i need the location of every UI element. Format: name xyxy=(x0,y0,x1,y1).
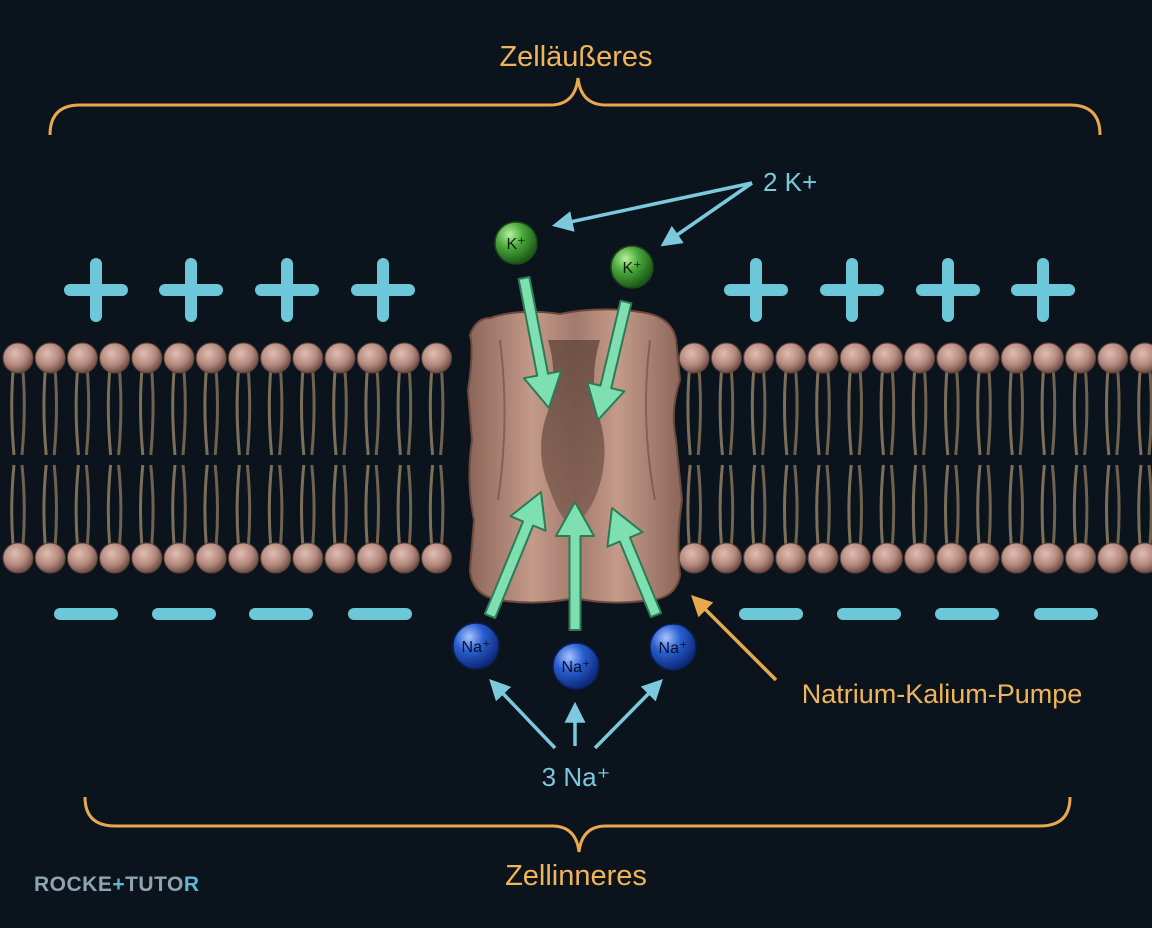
ion-flow-arrow xyxy=(555,501,595,631)
pump-label: Natrium-Kalium-Pumpe xyxy=(802,679,1083,709)
phospholipid xyxy=(356,342,388,574)
ion-flow-arrow xyxy=(586,299,633,421)
potassium-ion-label: K⁺ xyxy=(506,236,525,253)
phospholipid xyxy=(1065,342,1097,574)
phospholipid xyxy=(99,342,131,574)
positive-charge xyxy=(159,258,223,322)
pump-pointer-arrow xyxy=(691,595,778,682)
ion-flow-arrow xyxy=(606,507,663,619)
potassium-ion: K⁺ xyxy=(610,245,654,289)
negative-charge xyxy=(739,608,803,620)
negative-charge xyxy=(152,608,216,620)
inside-label: Zellinneres xyxy=(505,860,647,892)
phospholipid xyxy=(131,342,163,574)
phospholipid xyxy=(2,342,34,574)
phospholipid xyxy=(1000,342,1032,574)
sodium-ion-label: Na⁺ xyxy=(562,659,591,676)
sodium-ion: Na⁺ xyxy=(452,622,500,670)
phospholipid xyxy=(839,342,871,574)
positive-charge xyxy=(64,258,128,322)
phospholipid xyxy=(388,342,420,574)
phospholipid xyxy=(163,342,195,574)
phospholipid xyxy=(807,342,839,574)
phospholipid xyxy=(678,342,710,574)
phospholipid xyxy=(1097,342,1129,574)
positive-charge xyxy=(351,258,415,322)
inside-bracket xyxy=(83,796,1072,853)
potassium-group-label: 2 K+ xyxy=(763,167,817,197)
ion-flow-arrow xyxy=(483,491,547,620)
positive-charge xyxy=(820,258,884,322)
phospholipid xyxy=(710,342,742,574)
potassium-pointer-arrows xyxy=(551,181,753,247)
phospholipid xyxy=(292,342,324,574)
charge-markers xyxy=(54,258,1098,620)
potassium-ion: K⁺ xyxy=(494,221,538,265)
phospholipid xyxy=(871,342,903,574)
negative-charge xyxy=(837,608,901,620)
sodium-pointer-arrows xyxy=(489,678,663,750)
positive-charge xyxy=(916,258,980,322)
phospholipid xyxy=(775,342,807,574)
positive-charge xyxy=(1011,258,1075,322)
phospholipid xyxy=(34,342,66,574)
phospholipid xyxy=(1129,342,1152,574)
negative-charge xyxy=(54,608,118,620)
phospholipid xyxy=(968,342,1000,574)
phospholipid xyxy=(421,342,453,574)
rocket-tutor-logo: ROCKE+TUTOR xyxy=(34,873,200,896)
phospholipid xyxy=(195,342,227,574)
negative-charge xyxy=(935,608,999,620)
positive-charge xyxy=(724,258,788,322)
phospholipid xyxy=(227,342,259,574)
ion-flow-arrows xyxy=(483,276,663,631)
phospholipid xyxy=(260,342,292,574)
positive-charge xyxy=(255,258,319,322)
phospholipid xyxy=(904,342,936,574)
sodium-ion-label: Na⁺ xyxy=(659,640,688,657)
negative-charge xyxy=(1034,608,1098,620)
phospholipid xyxy=(936,342,968,574)
sodium-group-label: 3 Na⁺ xyxy=(542,762,611,792)
phospholipid xyxy=(743,342,775,574)
negative-charge xyxy=(249,608,313,620)
ion-flow-arrow xyxy=(517,276,563,409)
potassium-ion-label: K⁺ xyxy=(622,260,641,277)
phospholipid xyxy=(66,342,98,574)
sodium-ion-label: Na⁺ xyxy=(462,639,491,656)
sodium-ion: Na⁺ xyxy=(552,642,600,690)
phospholipid xyxy=(324,342,356,574)
phospholipid xyxy=(1032,342,1064,574)
sodium-ion: Na⁺ xyxy=(649,623,697,671)
lipid-bilayer xyxy=(2,342,1152,574)
outside-bracket xyxy=(48,77,1102,136)
outside-label: Zelläußeres xyxy=(499,41,652,73)
negative-charge xyxy=(348,608,412,620)
